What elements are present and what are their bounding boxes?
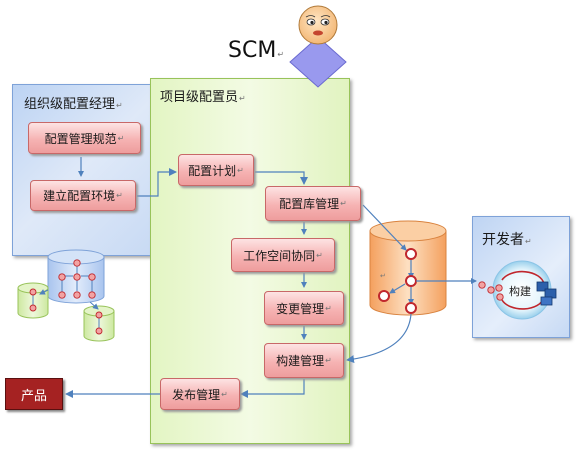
scm-diamond-icon	[289, 36, 347, 88]
build-mgmt-box: 构建管理↵	[264, 343, 344, 378]
scm-role-label: SCM↵	[228, 38, 285, 63]
workspace-collab-box: 工作空间协同↵	[231, 238, 335, 272]
org-repository-bottom-icon	[83, 305, 115, 342]
developer-panel-title: 开发者↵	[482, 232, 532, 248]
scm-avatar-icon	[298, 5, 338, 45]
computer-icon	[536, 281, 557, 306]
change-mgmt-box: 变更管理↵	[264, 291, 344, 325]
config-spec-box: 配置管理规范↵	[28, 122, 141, 154]
config-env-box: 建立配置环境↵	[30, 180, 136, 211]
build-label: 构建	[509, 285, 531, 298]
org-repository-cylinder-icon	[47, 249, 105, 304]
config-plan-box: 配置计划↵	[178, 154, 254, 186]
org-panel-title: 组织级配置经理↵	[24, 97, 123, 112]
svg-text:↵: ↵	[380, 272, 386, 280]
product-box: 产品	[5, 378, 63, 410]
release-mgmt-box: 发布管理↵	[160, 378, 240, 410]
project-panel-title: 项目级配置员↵	[160, 90, 246, 105]
repo-mgmt-box: 配置库管理↵	[265, 186, 361, 221]
org-repository-left-icon	[17, 282, 49, 319]
